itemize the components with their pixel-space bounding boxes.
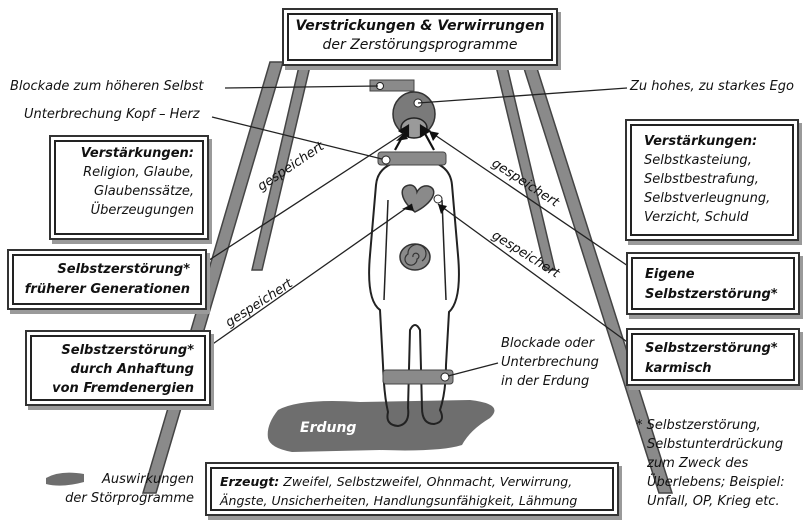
right-reinforcements-heading: Verstärkungen: <box>644 132 792 151</box>
grounding-callout: Blockade oder Unterbrechung in der Erdun… <box>501 334 599 391</box>
foreign-energies-box: Selbstzerstörung* durch Anhaftung von Fr… <box>30 335 206 401</box>
foreign-energies-line1: Selbstzerstörung* <box>32 341 194 360</box>
footnote-line4: Überlebens; Beispiel: <box>636 473 785 492</box>
right-reinforcements-line: Selbstkasteiung, <box>644 151 792 170</box>
produces-text1: Zweifel, Selbstzweifel, Ohnmacht, Verwir… <box>283 474 572 489</box>
left-reinforcements-line: Überzeugungen <box>56 201 194 220</box>
own-destruction-line2: Selbstzerstörung* <box>645 285 793 305</box>
footnote-line5: Unfall, OP, Krieg etc. <box>636 492 785 511</box>
right-reinforcements-line: Selbstverleugnung, <box>644 189 792 208</box>
grounding-callout-line3: in der Erdung <box>501 372 599 391</box>
head-heart-label: Unterbrechung Kopf – Herz <box>24 107 200 122</box>
title-box: Verstrickungen & Verwirrungen der Zerstö… <box>287 13 553 61</box>
produces-line2: Ängste, Unsicherheiten, Handlungsunfähig… <box>220 491 612 510</box>
karmic-line1: Selbstzerstörung* <box>645 339 793 359</box>
grounding-callout-line2: Unterbrechung <box>501 353 599 372</box>
arm-left-line <box>384 200 388 300</box>
ego-label: Zu hohes, zu starkes Ego <box>630 79 794 94</box>
prior-generations-line2: früherer Generationen <box>14 280 190 300</box>
produces-line1: Erzeugt: Zweifel, Selbstzweifel, Ohnmach… <box>220 472 612 491</box>
title-line2: der Zerstörungsprogramme <box>289 36 551 55</box>
left-reinforcements-heading: Verstärkungen: <box>56 144 194 163</box>
title-line1: Verstrickungen & Verwirrungen <box>289 17 551 36</box>
produces-heading: Erzeugt: <box>220 474 279 489</box>
own-destruction-box: Eigene Selbstzerstörung* <box>631 257 795 310</box>
produces-box: Erzeugt: Zweifel, Selbstzweifel, Ohnmach… <box>210 467 614 511</box>
footnote-line3: zum Zweck des <box>636 454 785 473</box>
grounding-label: Erdung <box>300 420 356 436</box>
knee-blockade-marker <box>441 373 449 381</box>
foreign-energies-line2: durch Anhaftung <box>32 360 194 379</box>
left-reinforcements-box: Verstärkungen: Religion, Glaube, Glauben… <box>54 140 204 235</box>
own-destruction-line1: Eigene <box>645 265 793 285</box>
right-reinforcements-line: Verzicht, Schuld <box>644 208 792 227</box>
left-reinforcements-line: Religion, Glaube, <box>56 163 194 182</box>
left-reinforcements-line: Glaubenssätze, <box>56 182 194 201</box>
karmic-box: Selbstzerstörung* karmisch <box>631 333 795 381</box>
prior-generations-line1: Selbstzerstörung* <box>14 260 190 280</box>
karmic-line2: karmisch <box>645 359 793 379</box>
blockade-top-label: Blockade zum höheren Selbst <box>10 79 204 94</box>
arm-right-line <box>442 200 446 300</box>
foreign-energies-line3: von Fremdenergien <box>32 379 194 398</box>
grounding-callout-line1: Blockade oder <box>501 334 599 353</box>
neck-blockade-marker <box>382 156 390 164</box>
own-stored-line <box>429 131 628 266</box>
right-reinforcements-box: Verstärkungen: Selbstkasteiung, Selbstbe… <box>630 124 794 236</box>
grounding-leader <box>448 363 498 376</box>
footnote: * Selbstzerstörung, Selbstunterdrückung … <box>636 416 785 511</box>
legend-line2: der Störprogramme <box>46 489 194 508</box>
right-reinforcements-line: Selbstbestrafung, <box>644 170 792 189</box>
legend-line1: Auswirkungen <box>46 470 194 489</box>
heart-marker <box>434 195 442 203</box>
ego-leader <box>418 88 627 103</box>
footnote-line2: Selbstunterdrückung <box>636 435 785 454</box>
legend-text: Auswirkungen der Störprogramme <box>46 470 194 508</box>
footnote-line1: * Selbstzerstörung, <box>636 416 785 435</box>
prior-generations-box: Selbstzerstörung* früherer Generationen <box>12 254 202 305</box>
